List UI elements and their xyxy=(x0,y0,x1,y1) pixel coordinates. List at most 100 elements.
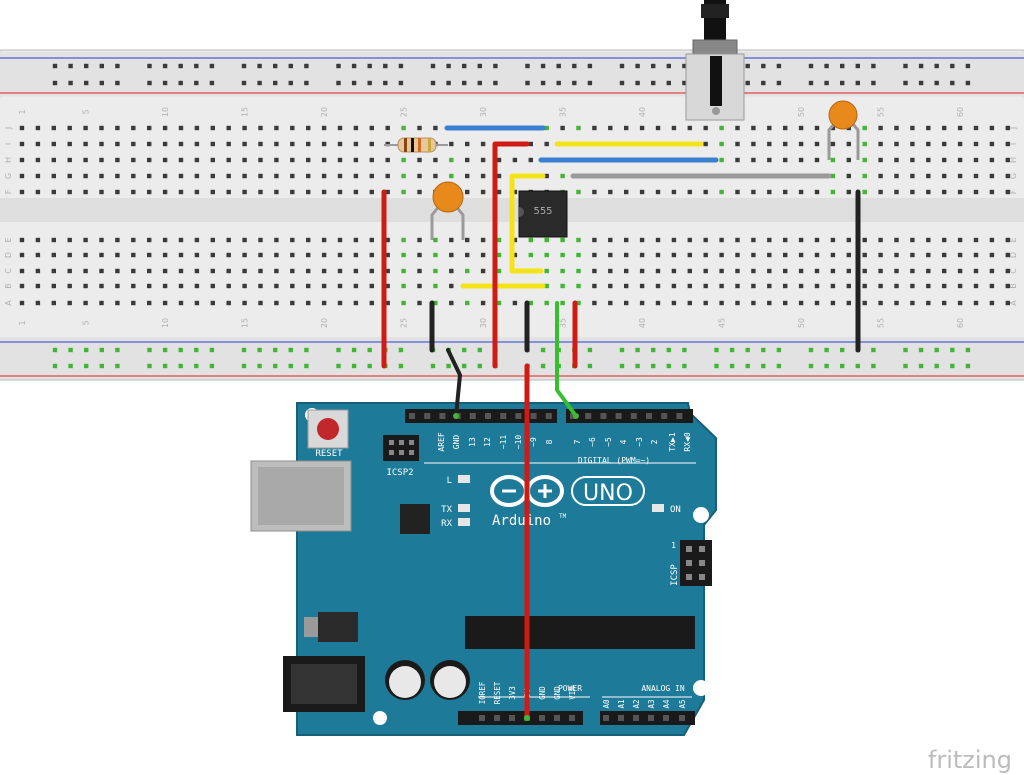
breadboard-hole xyxy=(51,141,56,147)
row-letter: E xyxy=(1009,237,1018,242)
breadboard-hole xyxy=(369,252,374,258)
breadboard-hole xyxy=(496,300,502,306)
breadboard-hole xyxy=(671,283,677,289)
breadboard-hole xyxy=(210,283,215,289)
breadboard-hole xyxy=(878,237,883,243)
header-pin xyxy=(630,413,637,419)
breadboard-hole xyxy=(560,125,565,131)
breadboard-hole xyxy=(51,283,56,289)
rail-hole xyxy=(241,363,247,369)
rail-hole xyxy=(761,363,766,369)
breadboard-hole xyxy=(401,173,406,179)
rail-hole xyxy=(178,80,183,86)
breadboard-hole xyxy=(226,252,231,258)
led-rx xyxy=(458,518,470,526)
analog-pin-label: A5 xyxy=(678,699,687,708)
wire-endpoints xyxy=(453,413,579,721)
power-label: POWER xyxy=(558,684,582,693)
breadboard-hole xyxy=(83,300,88,306)
breadboard-hole xyxy=(687,189,692,195)
breadboard-hole xyxy=(480,141,486,147)
rail-hole xyxy=(950,63,955,69)
column-number-top: 15 xyxy=(241,107,250,117)
breadboard-hole xyxy=(178,141,184,147)
breadboard-hole xyxy=(210,237,215,243)
breadboard-hole xyxy=(719,141,724,147)
rail-hole xyxy=(776,363,782,369)
breadboard-hole xyxy=(337,125,343,131)
column-number-bottom: 5 xyxy=(82,320,91,325)
breadboard-hole xyxy=(989,173,995,179)
digital-header-right xyxy=(566,409,693,423)
breadboard-hole xyxy=(830,141,836,147)
breadboard-hole xyxy=(767,300,772,306)
breadboard-hole xyxy=(783,237,788,243)
breadboard-hole xyxy=(814,268,820,274)
breadboard-hole xyxy=(735,252,740,258)
analog-pin-label: A3 xyxy=(647,699,656,708)
rail-hole xyxy=(540,363,546,369)
reset-button[interactable] xyxy=(307,409,349,449)
breadboard-hole xyxy=(1005,283,1010,289)
breadboard-hole xyxy=(290,268,295,274)
analog-header xyxy=(600,711,695,725)
rail-hole xyxy=(288,347,293,353)
rail-hole xyxy=(651,80,656,86)
breadboard-hole xyxy=(894,237,899,243)
breadboard-hole xyxy=(973,268,979,274)
breadboard-hole xyxy=(926,237,931,243)
breadboard-hole xyxy=(751,252,756,258)
breadboard-hole xyxy=(926,189,931,195)
rail-hole xyxy=(808,80,814,86)
breadboard-hole xyxy=(242,125,247,131)
led-l-label: L xyxy=(447,476,452,486)
digital-pin-label: RX◀0 xyxy=(683,432,692,451)
breadboard-hole xyxy=(465,157,470,163)
breadboard-hole xyxy=(35,283,41,289)
rail-hole xyxy=(824,80,829,86)
breadboard-hole xyxy=(544,125,549,131)
rail-hole xyxy=(666,363,671,369)
breadboard-hole xyxy=(210,141,215,147)
breadboard-hole xyxy=(639,125,645,131)
row-letter: H xyxy=(1009,157,1018,163)
digital-pin-label: 2 xyxy=(650,439,659,444)
trademark-label: TM xyxy=(559,513,567,520)
breadboard-hole xyxy=(830,268,836,274)
rail-hole xyxy=(84,63,89,69)
breadboard-hole xyxy=(194,189,200,195)
rail-hole xyxy=(288,63,293,69)
breadboard-hole xyxy=(512,237,518,243)
breadboard-hole xyxy=(321,173,327,179)
breadboard-hole xyxy=(417,300,422,306)
breadboard-hole xyxy=(846,283,851,289)
header-pin xyxy=(648,715,654,721)
breadboard-hole xyxy=(719,237,724,243)
breadboard-hole xyxy=(147,173,152,179)
header-pin xyxy=(500,413,507,419)
breadboard-hole xyxy=(480,268,486,274)
header-pin xyxy=(545,413,552,419)
row-letter: F xyxy=(4,189,13,194)
rail-hole xyxy=(918,63,924,69)
breadboard-hole xyxy=(846,157,851,163)
breadboard-hole xyxy=(894,157,899,163)
breadboard-hole xyxy=(115,157,120,163)
breadboard-hole xyxy=(242,283,247,289)
breadboard-hole xyxy=(655,189,661,195)
rail-hole xyxy=(776,347,782,353)
breadboard-hole xyxy=(719,268,724,274)
breadboard-hole xyxy=(162,173,168,179)
breadboard-hole xyxy=(35,237,41,243)
rail-hole xyxy=(147,363,152,369)
breadboard-hole xyxy=(35,173,41,179)
header-pin xyxy=(618,715,624,721)
breadboard-hole xyxy=(957,300,963,306)
breadboard-hole xyxy=(67,157,72,163)
rail-hole xyxy=(619,63,625,69)
breadboard-hole xyxy=(957,283,963,289)
row-letter: D xyxy=(1009,252,1018,258)
breadboard-hole xyxy=(19,237,25,243)
breadboard-hole xyxy=(337,157,343,163)
breadboard-hole xyxy=(719,252,724,258)
